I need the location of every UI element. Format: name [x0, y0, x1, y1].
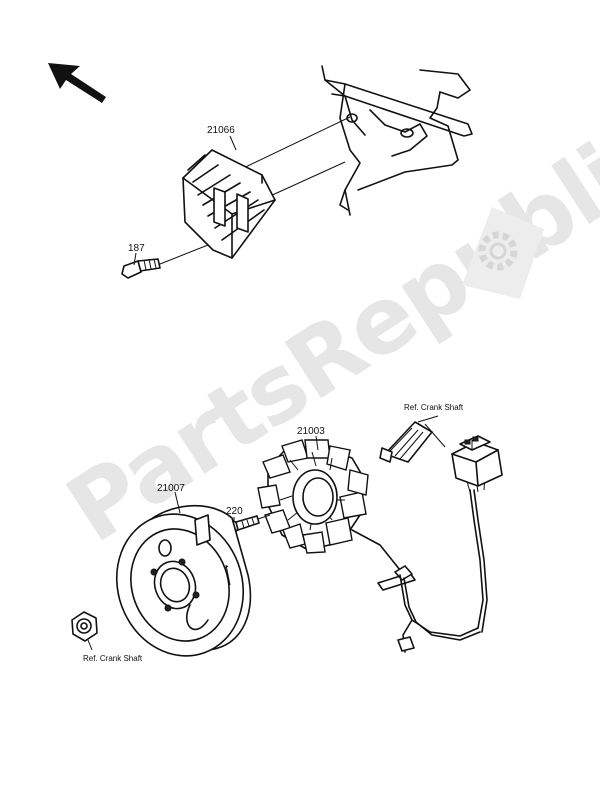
- frame-bracket: [321, 65, 473, 216]
- gear-icon: [462, 207, 544, 299]
- stator-connector-plate: [377, 565, 416, 591]
- stator: [257, 439, 401, 571]
- arrow-up-left-icon: [48, 63, 106, 103]
- label-21066: 21066: [207, 125, 235, 136]
- wire-connector: [451, 435, 503, 487]
- label-187: 187: [128, 243, 145, 254]
- crank-shaft-end: [379, 415, 446, 463]
- part-labels: 21066 187 21003 21007 220 Ref. Crank Sha…: [83, 125, 464, 663]
- label-21007: 21007: [157, 483, 185, 494]
- rotor-flywheel: [115, 504, 252, 657]
- label-leaders: [133, 135, 319, 522]
- bolt-187: [121, 258, 161, 279]
- wiring-harness: [397, 475, 488, 653]
- label-21003: 21003: [297, 426, 325, 437]
- label-220: 220: [226, 506, 243, 517]
- leader-lines: [149, 116, 351, 269]
- label-ref-crank-shaft-top: Ref. Crank Shaft: [404, 403, 464, 412]
- regulator-rectifier: [182, 149, 276, 259]
- label-ref-crank-shaft-bottom: Ref. Crank Shaft: [83, 654, 143, 663]
- flywheel-nut: [71, 611, 98, 651]
